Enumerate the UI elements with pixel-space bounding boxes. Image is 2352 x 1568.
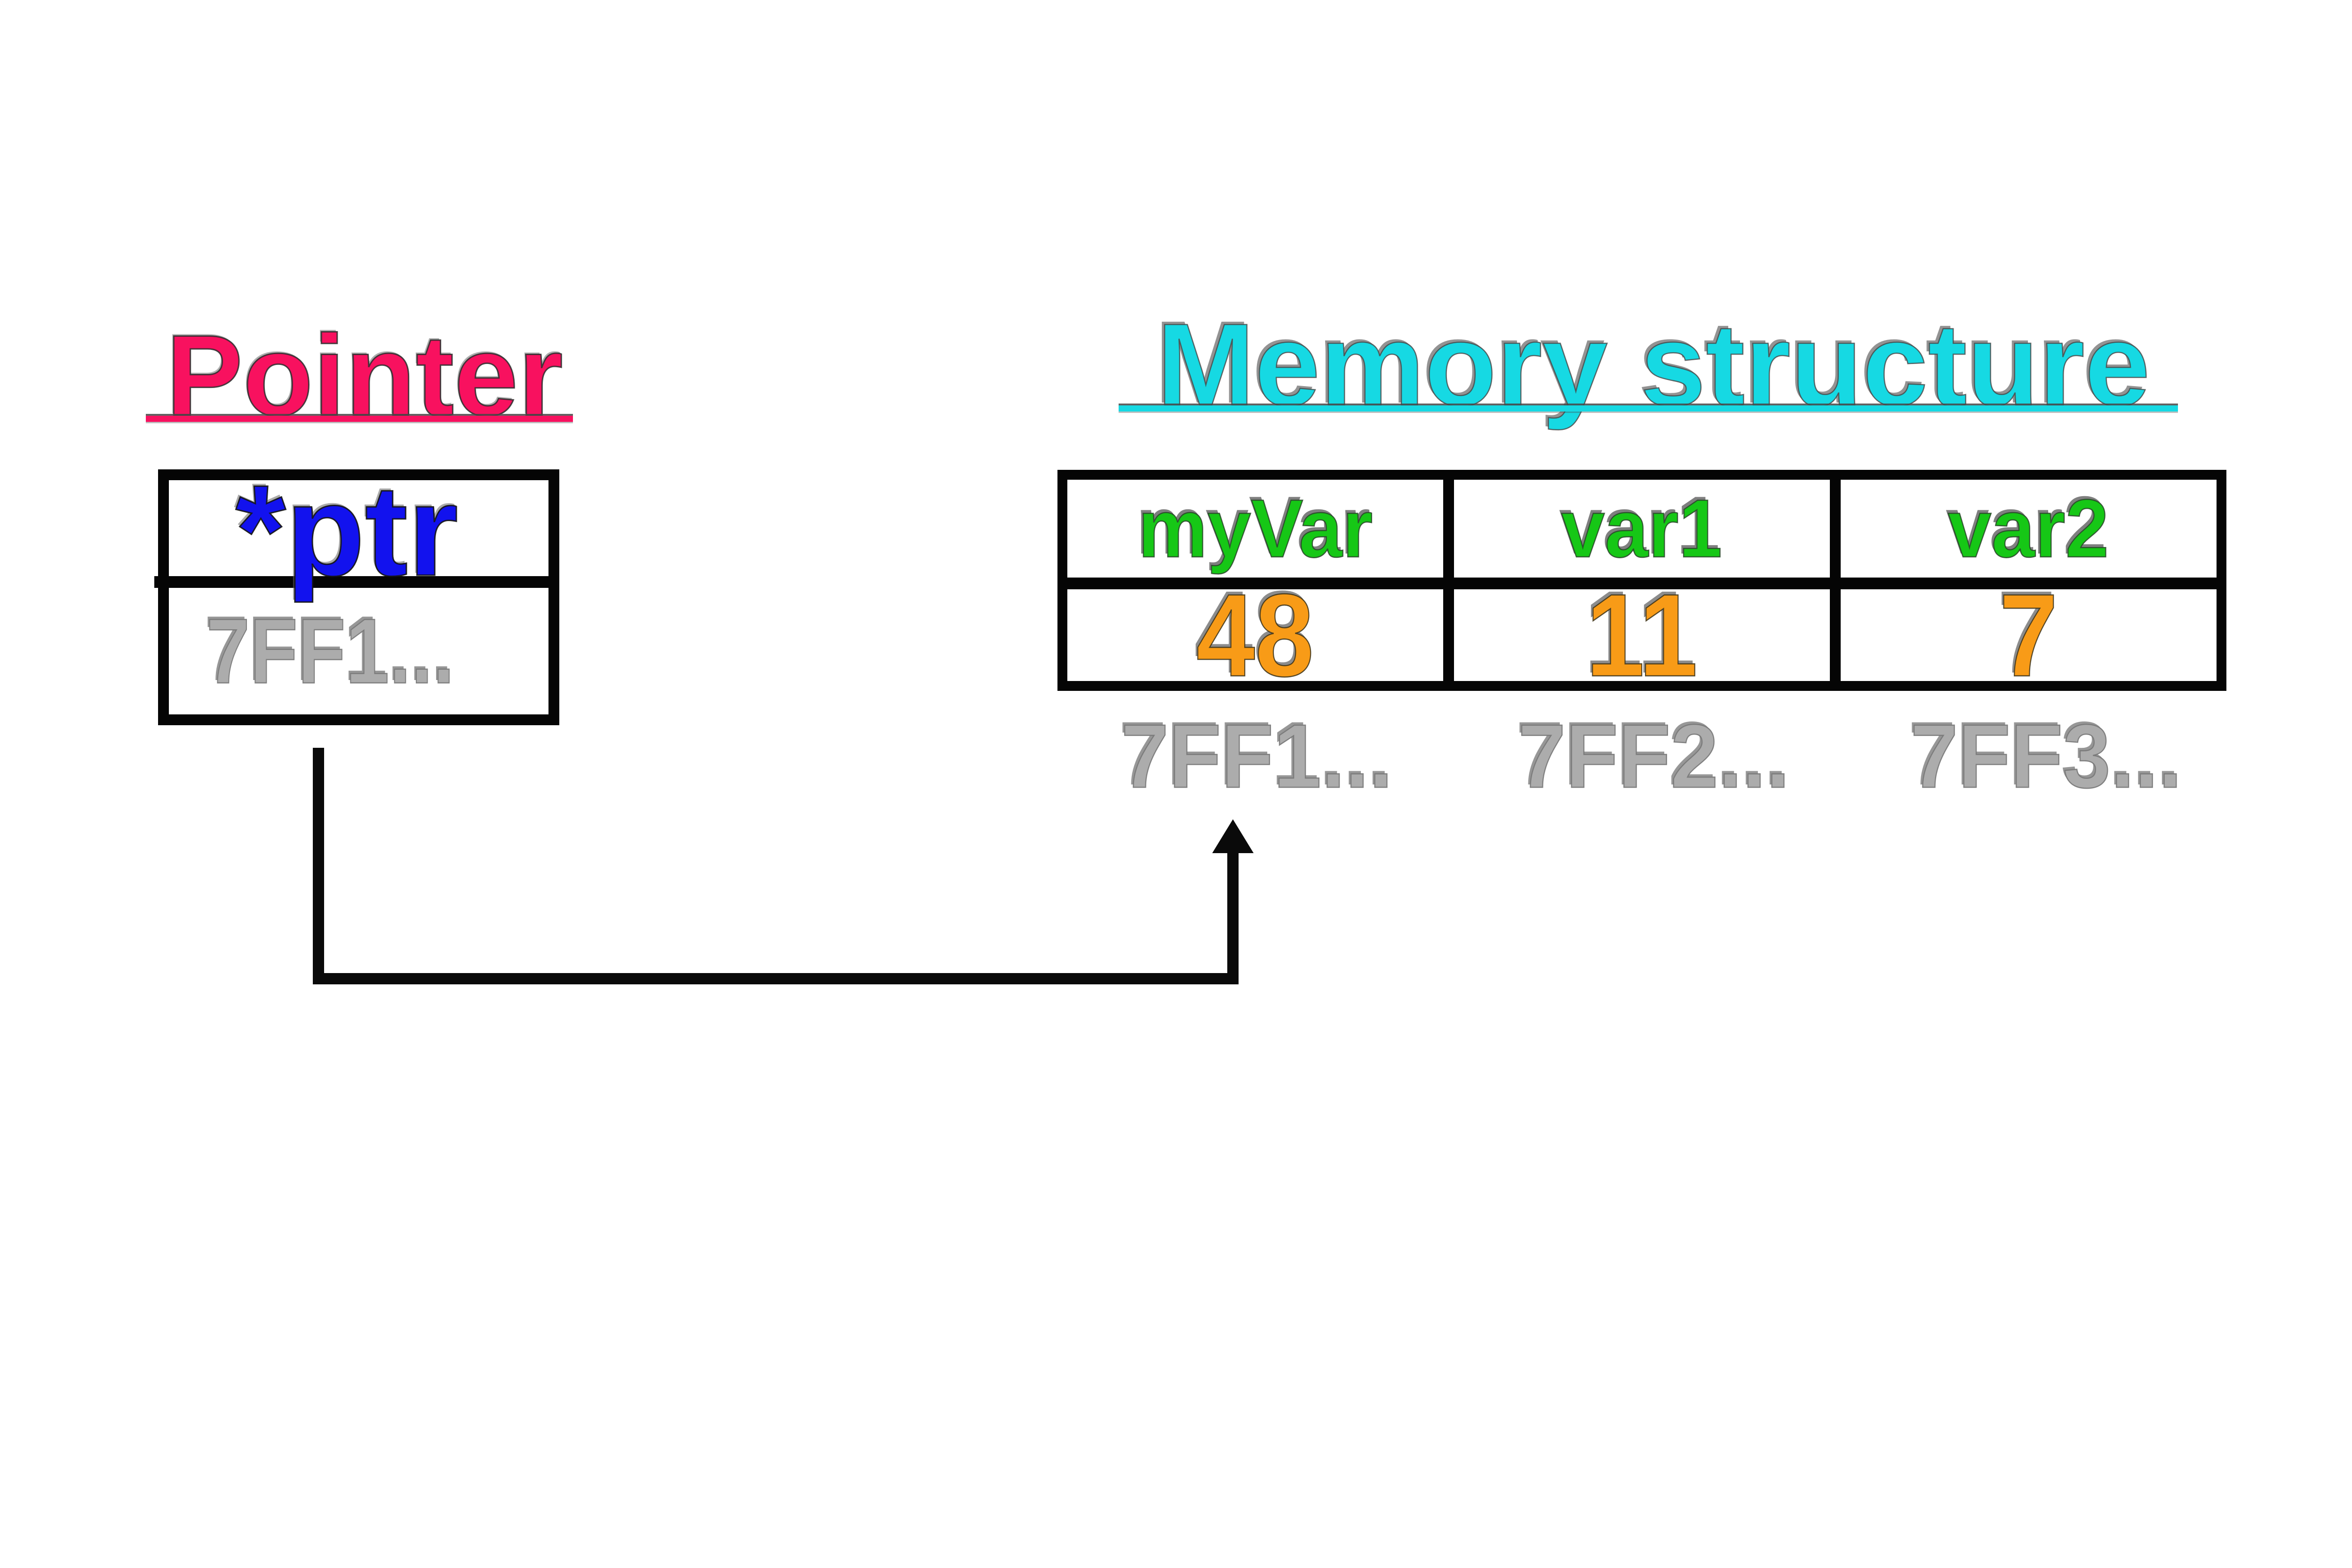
- memory-value-cell-var1: 11: [1454, 576, 1830, 694]
- memory-title-underline: [1119, 405, 2178, 412]
- memory-address-label-2: 7FF3...: [1811, 705, 2281, 807]
- memory-value-label: 48: [1196, 569, 1315, 701]
- memory-value-label: 11: [1585, 569, 1698, 701]
- pointer-title: Pointer: [166, 311, 564, 440]
- pointer-name-text: *ptr: [235, 459, 459, 603]
- pointer-name-cell: *ptr: [169, 466, 548, 596]
- arrow-segment-up: [1227, 850, 1239, 984]
- memory-header-label: myVar: [1137, 483, 1374, 575]
- memory-value-cell-var2: 7: [1841, 576, 2217, 694]
- memory-table: myVar var1 var2 48 11 7: [1057, 470, 2226, 694]
- memory-header-label: var2: [1947, 483, 2109, 575]
- memory-address-text: 7FF2...: [1518, 705, 1790, 807]
- memory-address-text: 7FF1...: [1120, 705, 1393, 807]
- memory-address-text: 7FF3...: [1910, 705, 2183, 807]
- pointer-box: *ptr 7FF1...: [154, 466, 559, 725]
- memory-header-label: var1: [1561, 483, 1723, 575]
- memory-header-cell-myvar: myVar: [1067, 480, 1443, 578]
- memory-title: Memory structure: [1156, 299, 2151, 430]
- pointer-title-underline: [146, 416, 573, 422]
- memory-value-label: 7: [1999, 569, 2058, 701]
- pointer-address-cell: 7FF1...: [169, 588, 548, 714]
- arrow-segment-down: [313, 748, 324, 984]
- pointer-address-text: 7FF1...: [206, 599, 455, 703]
- memory-address-label-0: 7FF1...: [1022, 705, 1492, 807]
- memory-address-label-1: 7FF2...: [1419, 705, 1889, 807]
- arrow-segment-across: [313, 973, 1239, 984]
- memory-value-cell-myvar: 48: [1067, 576, 1443, 694]
- arrow-head-icon: [1212, 819, 1254, 853]
- pointer-box-divider: [154, 576, 548, 588]
- memory-header-cell-var2: var2: [1841, 480, 2217, 578]
- memory-header-cell-var1: var1: [1454, 480, 1830, 578]
